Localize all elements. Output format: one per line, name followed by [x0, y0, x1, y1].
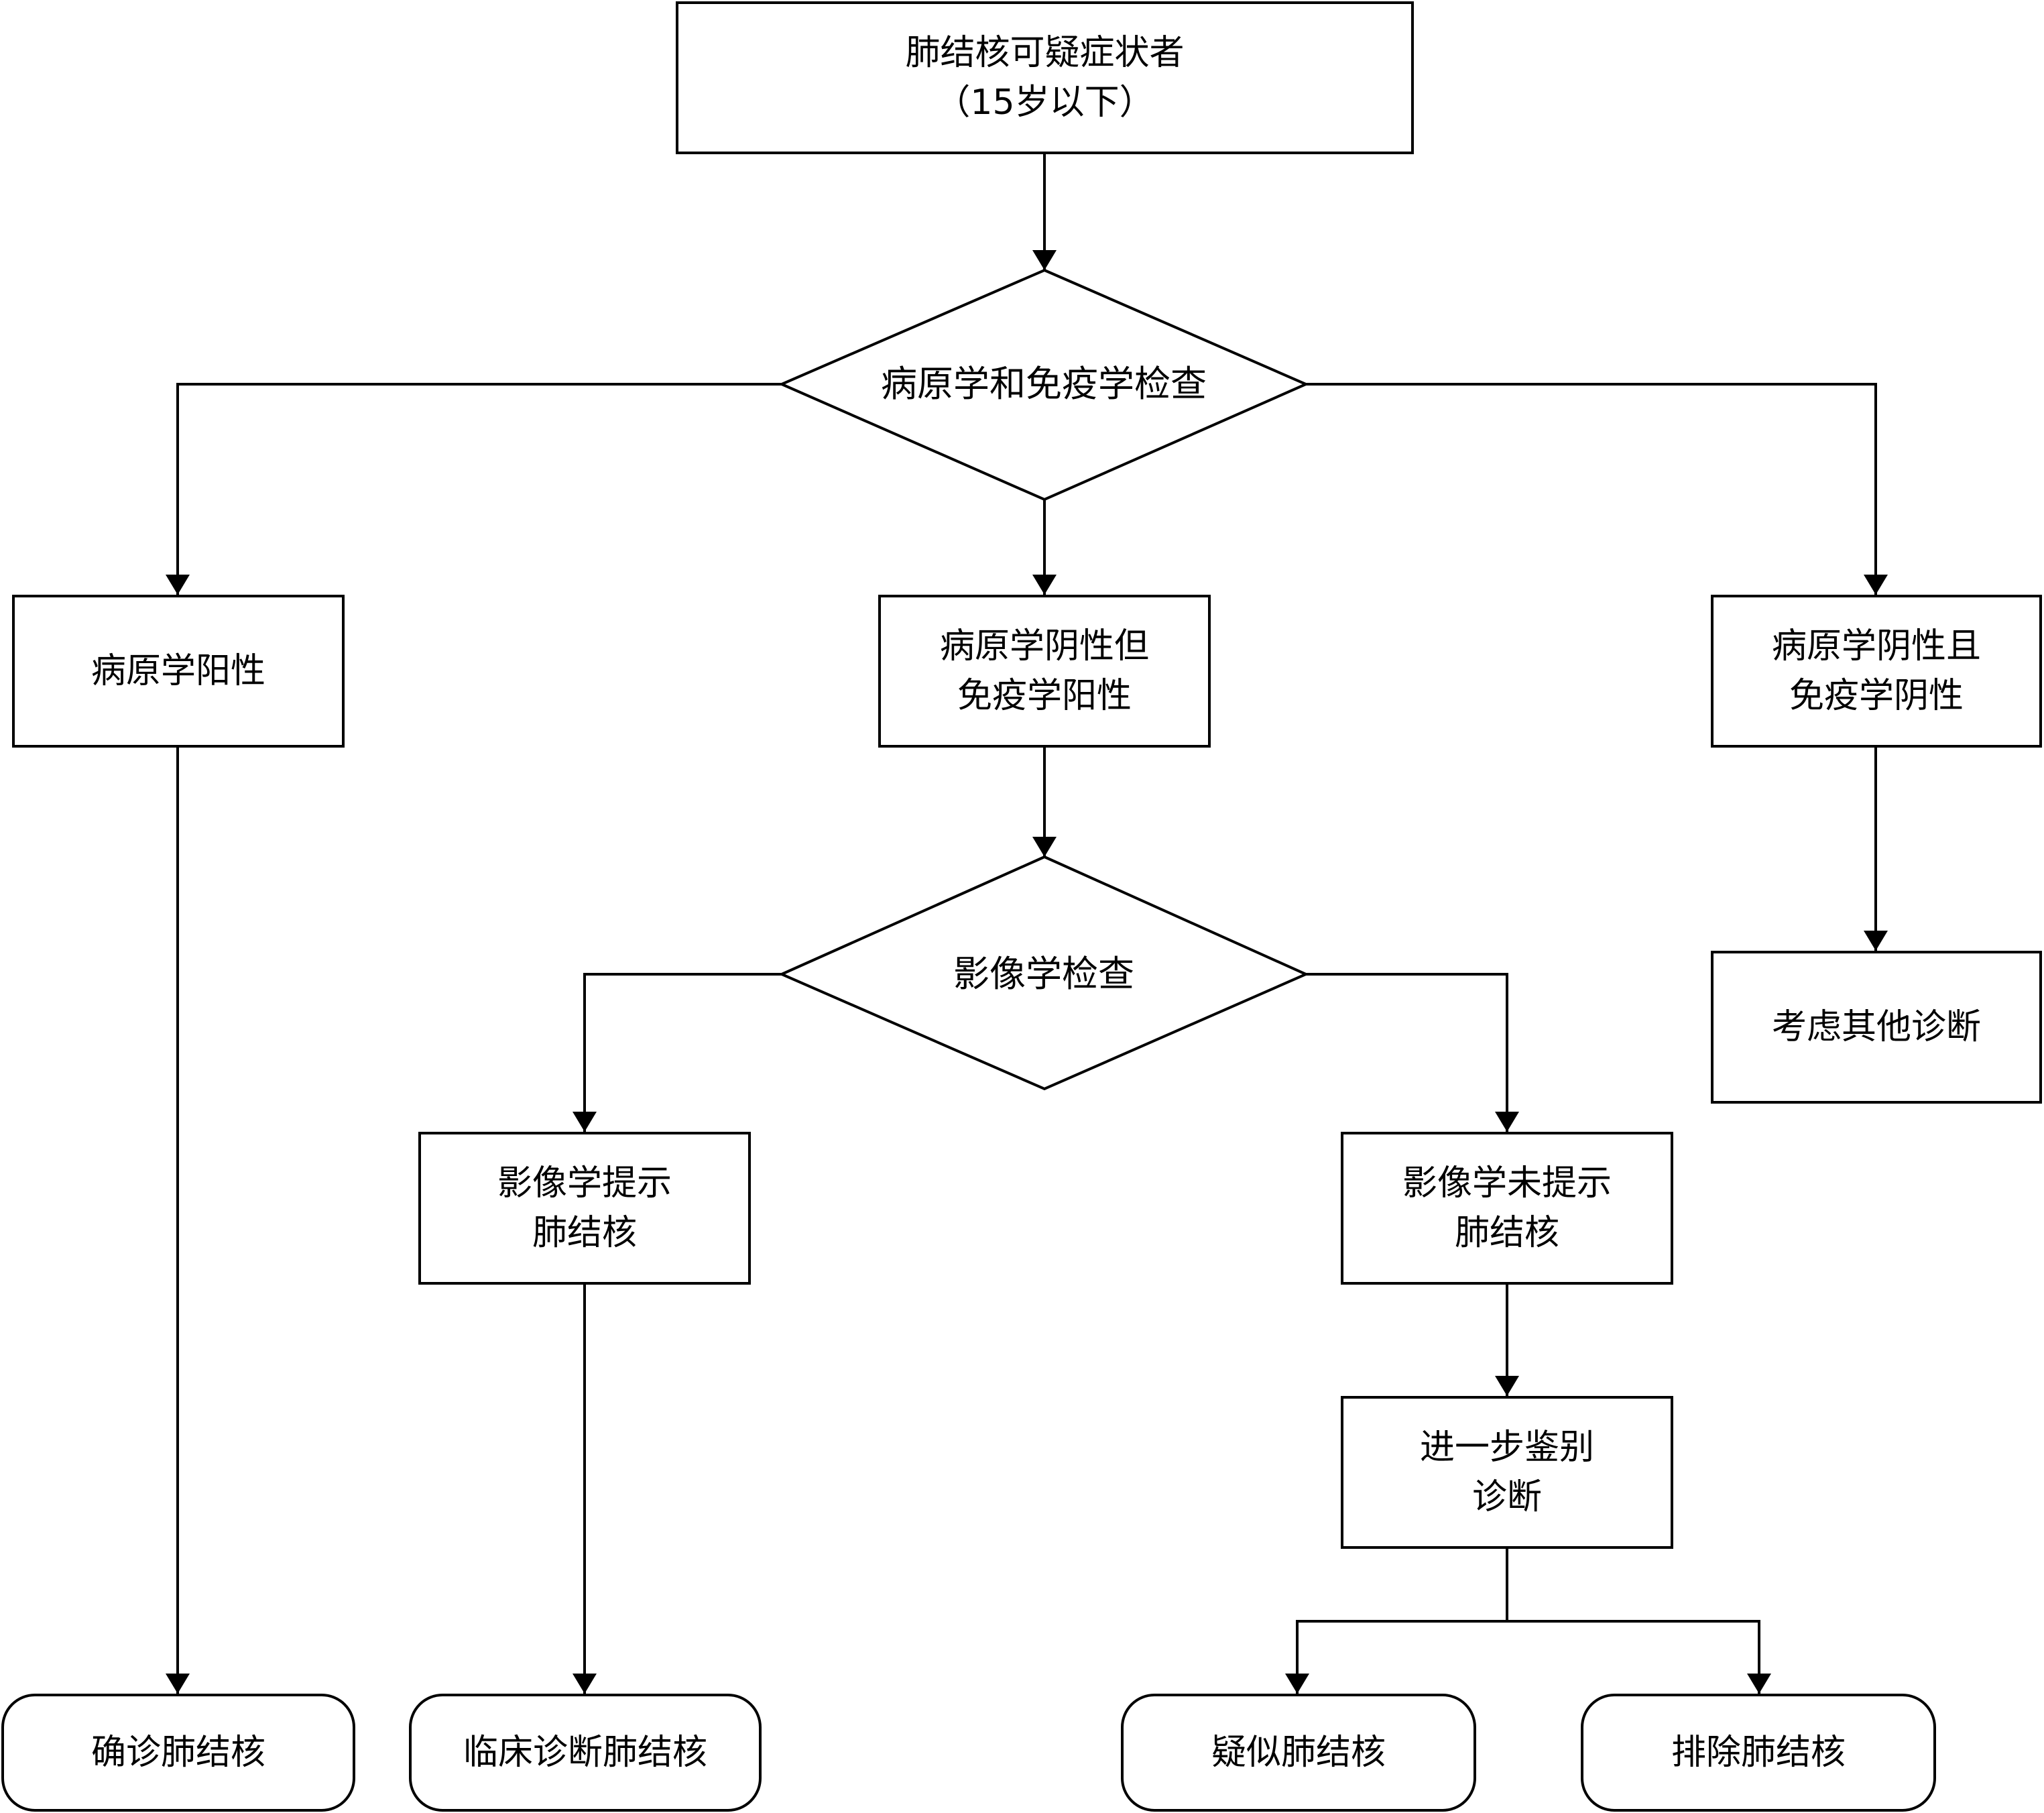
start-node-suspected-symptoms: 肺结核可疑症状者 （15岁以下）: [676, 1, 1414, 154]
terminal-confirmed-label: 确诊肺结核: [91, 1733, 265, 1773]
decision-imaging-label: 影像学检查: [953, 953, 1134, 995]
node-imaging-not-suggests: 影像学未提示 肺结核: [1341, 1132, 1673, 1285]
arrow-lab-to-neg-immuno-neg: [1306, 383, 1888, 595]
node-lab-neg-immuno-neg-line1: 病原学阴性且: [1771, 626, 1981, 666]
start-node-line2: （15岁以下）: [935, 82, 1154, 123]
node-lab-neg-immuno-neg-line2: 免疫学阴性: [1789, 676, 1964, 716]
node-imaging-suggests-line2: 肺结核: [532, 1213, 637, 1253]
node-lab-positive-label: 病原学阳性: [91, 651, 265, 691]
terminal-excluded: 排除肺结核: [1581, 1694, 1936, 1812]
node-lab-neg-immuno-pos: 病原学阴性但 免疫学阳性: [878, 595, 1211, 748]
arrow-lab-to-positive: [166, 383, 782, 595]
arrow-imaging-to-suggests: [573, 973, 782, 1132]
node-consider-other: 考虑其他诊断: [1711, 951, 2042, 1104]
terminal-excluded-label: 排除肺结核: [1671, 1733, 1846, 1773]
arrow-further-to-excluded: [1507, 1620, 1771, 1694]
terminal-confirmed: 确诊肺结核: [1, 1694, 355, 1812]
start-node-line1: 肺结核可疑症状者: [905, 33, 1185, 73]
node-imaging-suggests: 影像学提示 肺结核: [418, 1132, 751, 1285]
terminal-clinical-label: 临床诊断肺结核: [463, 1733, 707, 1773]
terminal-suspected-label: 疑似肺结核: [1211, 1733, 1386, 1773]
node-lab-neg-immuno-pos-line2: 免疫学阳性: [957, 676, 1132, 716]
terminal-suspected: 疑似肺结核: [1121, 1694, 1476, 1812]
node-further-diagnosis: 进一步鉴别 诊断: [1341, 1396, 1673, 1549]
decision-lab-label: 病原学和免疫学检查: [881, 363, 1207, 405]
node-consider-other-label: 考虑其他诊断: [1771, 1007, 1981, 1047]
node-imaging-not-suggests-line1: 影像学未提示: [1402, 1163, 1612, 1204]
terminal-clinical: 临床诊断肺结核: [409, 1694, 762, 1812]
arrow-imaging-to-not-suggests: [1306, 973, 1519, 1132]
node-lab-positive: 病原学阳性: [12, 595, 345, 748]
node-lab-neg-immuno-pos-line1: 病原学阴性但: [939, 626, 1149, 666]
node-further-diagnosis-line1: 进一步鉴别: [1419, 1427, 1594, 1468]
arrow-further-to-suspected: [1285, 1620, 1507, 1694]
node-further-diagnosis-line2: 诊断: [1471, 1477, 1542, 1517]
node-imaging-suggests-line1: 影像学提示: [497, 1163, 672, 1204]
node-imaging-not-suggests-line2: 肺结核: [1454, 1213, 1559, 1253]
node-lab-neg-immuno-neg: 病原学阴性且 免疫学阴性: [1711, 595, 2042, 748]
